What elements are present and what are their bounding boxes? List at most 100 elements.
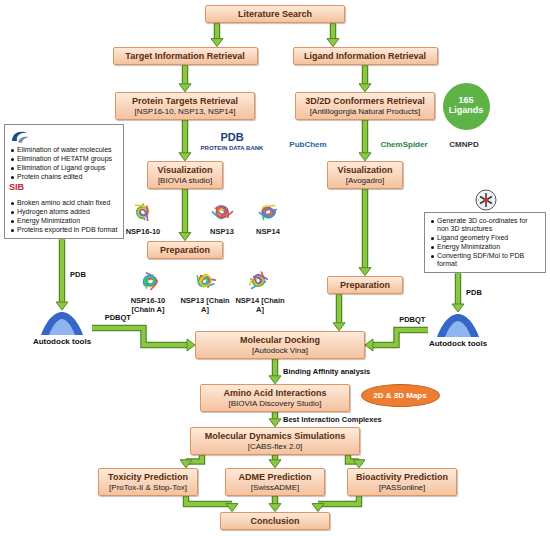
output-ellipse: 2D & 3D Maps <box>361 384 440 407</box>
arrow-outline <box>59 239 66 302</box>
node-subtitle: [ProTox-II & Stop-Tox] <box>106 483 190 493</box>
edge-label: Binding Affinity analysis <box>282 367 371 376</box>
protein-structure <box>197 275 216 288</box>
protein-structure <box>212 206 233 219</box>
logo-slot: SIB <box>9 182 119 197</box>
bullet-item: Energy Minimization <box>429 243 541 251</box>
arrow-body <box>331 23 335 38</box>
arrow-outline <box>92 328 187 345</box>
arrow-body <box>373 330 428 345</box>
dassault-logo <box>9 129 31 144</box>
bullet-item: Ligand geometry Fixed <box>429 234 541 242</box>
process-box: 3D/2D Conformers Retrieval[Antillogorgia… <box>295 92 435 120</box>
process-box: Visualization[BIOVIA studio] <box>147 161 223 189</box>
node-title: 3D/2D Conformers Retrieval <box>303 96 427 107</box>
steps-list: Elimination of water moleculesEliminatio… <box>4 124 124 239</box>
database-logo: ChemSpider <box>380 140 427 149</box>
bullet-item: Converting SDF/Mol to PDB format <box>429 252 541 268</box>
arrow-outline <box>272 496 279 503</box>
end-box: Conclusion <box>220 512 330 531</box>
node-title: Molecular Docking <box>203 335 357 346</box>
arrow-head <box>452 304 464 312</box>
flow-arrow <box>452 273 464 312</box>
node-title: Visualization <box>335 165 395 176</box>
flow-arrow <box>179 120 191 161</box>
tool-icon: Autodock tools <box>428 312 488 348</box>
bullet-item: Elimination of water molecules <box>9 146 119 154</box>
bullet-item: Elimination of HETATM groups <box>9 155 119 163</box>
node-title: Visualization <box>155 165 215 176</box>
protein-ribbon <box>216 207 233 217</box>
flow-arrow <box>348 455 365 468</box>
flow-arrow <box>327 23 339 46</box>
arrow-head <box>269 460 281 468</box>
arrow-body <box>273 412 277 419</box>
arrow-body <box>318 496 359 504</box>
arrow-head <box>180 460 192 468</box>
arrow-body <box>60 239 64 302</box>
protein-name: NSP14 [Chain A] <box>234 297 286 314</box>
flow-arrow <box>269 496 281 511</box>
node-title: ADME Prediction <box>233 472 317 483</box>
avogadro-icon-spokes <box>480 193 492 207</box>
arrow-body <box>183 65 187 83</box>
protein-ribbon <box>253 275 268 284</box>
flow-arrow <box>359 120 371 161</box>
arrow-body <box>92 328 187 345</box>
process-box: Preparation <box>147 241 223 260</box>
flow-arrow <box>269 412 281 427</box>
protein-name: NSP14 <box>256 228 280 237</box>
process-box: Molecular Docking[Autodock Vina] <box>195 331 365 359</box>
node-title: 2D & 3D Maps <box>373 391 428 400</box>
flow-arrow <box>179 65 191 91</box>
database-logo: PubChem <box>289 140 326 149</box>
arrow-head <box>56 302 68 310</box>
bullet-item: Hydrogen atoms added <box>9 208 119 216</box>
arrow-outline <box>362 120 369 153</box>
avogadro-icon-core <box>484 198 489 203</box>
arrow-body <box>183 120 187 153</box>
arrow-head <box>359 153 371 161</box>
node-subtitle: [Antillogorgia Natural Products] <box>303 107 427 117</box>
logo-text: SIB <box>9 182 119 192</box>
flow-arrow <box>186 496 238 511</box>
flow-arrow <box>56 239 68 310</box>
avogadro-icon-ring <box>476 190 496 210</box>
arrow-head <box>179 153 191 161</box>
edge-label: PDB <box>465 288 483 297</box>
arrow-outline <box>330 23 337 38</box>
arrow-outline <box>362 65 369 83</box>
arrow-outline <box>362 189 369 267</box>
flow-arrow <box>180 455 202 468</box>
bullet-item: Protein chains edited <box>9 173 119 181</box>
node-subtitle: [Autodock Vina] <box>203 346 357 356</box>
tool-icon: Autodock tools <box>32 310 92 346</box>
arrow-body <box>183 189 187 232</box>
protein-images <box>135 204 276 290</box>
process-box: ADME Prediction[SwissADME] <box>225 468 325 496</box>
arrow-head <box>269 504 281 512</box>
arrow-outline <box>182 189 189 232</box>
database-logo: CMNPD <box>449 140 478 149</box>
arrow-body <box>186 496 232 504</box>
flow-arrow <box>359 189 371 275</box>
arrow-body <box>337 294 341 322</box>
steps-list: Generate 3D co-ordinates for non 3D stru… <box>424 212 546 273</box>
arrow-head <box>327 39 339 47</box>
process-box: Amino Acid Interactions[BIOVIA Discovery… <box>200 384 350 412</box>
arrow-outline <box>186 496 232 504</box>
arrow-head <box>179 84 191 92</box>
node-subtitle: [NSP16-10, NSP13, NSP14] <box>123 107 247 117</box>
arrow-outline <box>182 65 189 83</box>
node-title: Target Information Retrieval <box>121 51 250 62</box>
protein-ribbon <box>145 277 154 289</box>
database-logo: PROTEIN DATA BANK <box>201 145 264 152</box>
avogadro-icon <box>476 190 496 210</box>
process-box: Target Information Retrieval <box>113 47 258 66</box>
arrow-head <box>269 419 281 427</box>
edge-label: PDBQT <box>104 313 132 322</box>
edge-label: Best Interaction Complexes <box>282 415 383 424</box>
arrow-outline <box>272 359 279 376</box>
arrow-body <box>215 23 219 38</box>
node-title: Toxicity Prediction <box>106 472 190 483</box>
